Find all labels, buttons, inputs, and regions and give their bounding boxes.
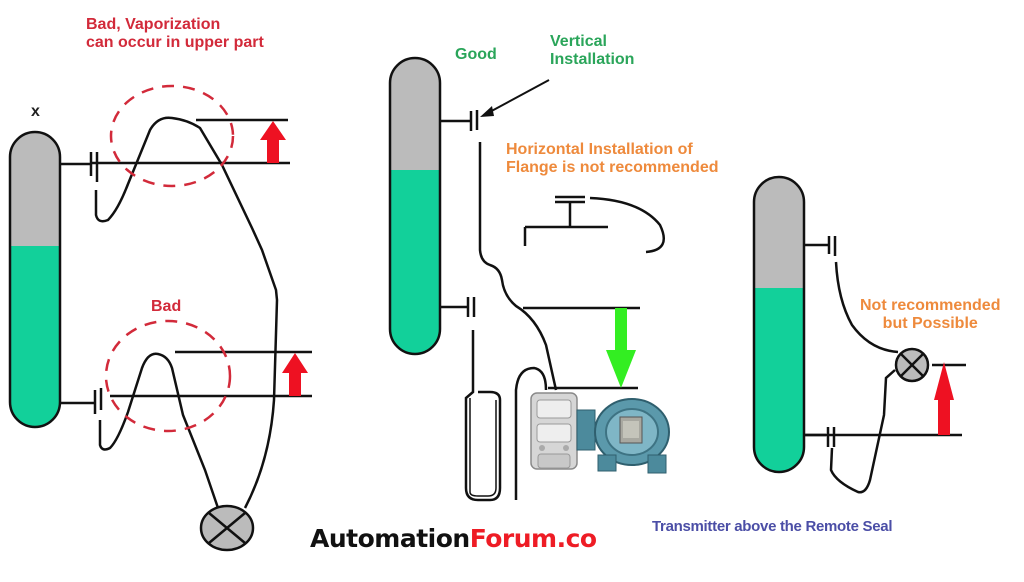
vessel-middle <box>388 56 442 356</box>
label-line: Vertical <box>550 33 607 50</box>
liquid-space <box>10 246 60 427</box>
not-recommended-label: Not recommended but Possible <box>860 297 1000 334</box>
label-line: Bad, Vaporization <box>86 16 221 33</box>
lower-flange <box>60 388 103 414</box>
bad-vaporization-label: Bad, Vaporization can occur in upper par… <box>86 16 264 53</box>
upper-capillary-middle <box>478 142 558 391</box>
vessel-left <box>8 130 62 429</box>
transmitter-symbol-right <box>894 347 930 383</box>
label-line: but Possible <box>882 315 978 333</box>
upper-flange-right <box>804 236 837 256</box>
horizontal-installation-warning: Horizontal Installation of Flange is not… <box>506 141 718 178</box>
label-line: Flange is not recommended <box>506 159 719 177</box>
bad-label: Bad <box>151 298 182 315</box>
good-label: Good <box>455 46 497 63</box>
lower-capillary-right <box>829 369 896 494</box>
vapor-space <box>390 58 440 170</box>
problem-circle-bottom <box>104 319 232 433</box>
lower-flange-middle <box>440 297 476 317</box>
label-line: Not recommended <box>860 297 1001 314</box>
lower-capillary <box>98 352 220 509</box>
transmitter-caption: Transmitter above the Remote Seal <box>652 518 893 535</box>
vertical-installation-label: Vertical Installation <box>550 33 634 70</box>
liquid-space <box>390 170 440 354</box>
vessel-right <box>752 175 806 474</box>
pointer-arrow <box>480 79 550 117</box>
upper-flange-vertical <box>440 110 479 131</box>
left-panel <box>8 84 312 552</box>
vapor-space <box>10 132 60 246</box>
lower-flange-right <box>804 427 836 447</box>
lower-capillary-middle <box>464 330 502 502</box>
horizontal-flange-example <box>523 195 665 254</box>
problem-circle-top <box>109 84 235 188</box>
pressure-transmitter-device <box>530 392 670 474</box>
up-arrow-icon <box>260 121 286 163</box>
transmitter-symbol-left <box>199 504 255 552</box>
right-panel <box>752 175 966 494</box>
vessel-marker-label: x <box>31 103 40 120</box>
up-arrow-icon <box>282 353 308 396</box>
down-arrow-icon <box>606 308 636 388</box>
up-arrow-icon <box>934 362 954 435</box>
impulse-loop <box>514 366 548 500</box>
label-line: can occur in upper part <box>86 34 264 52</box>
brand-part-1: Automation <box>310 524 470 553</box>
label-line: Horizontal Installation of <box>506 141 693 158</box>
vapor-space <box>754 177 804 288</box>
label-line: Installation <box>550 51 635 69</box>
upper-capillary <box>94 116 279 509</box>
middle-panel <box>388 56 670 502</box>
upper-flange <box>60 152 99 182</box>
liquid-space <box>754 288 804 472</box>
brand-part-2: Forum.co <box>469 524 597 553</box>
brand-logo: AutomationForum.co <box>310 524 597 553</box>
upper-capillary-right <box>834 261 899 354</box>
